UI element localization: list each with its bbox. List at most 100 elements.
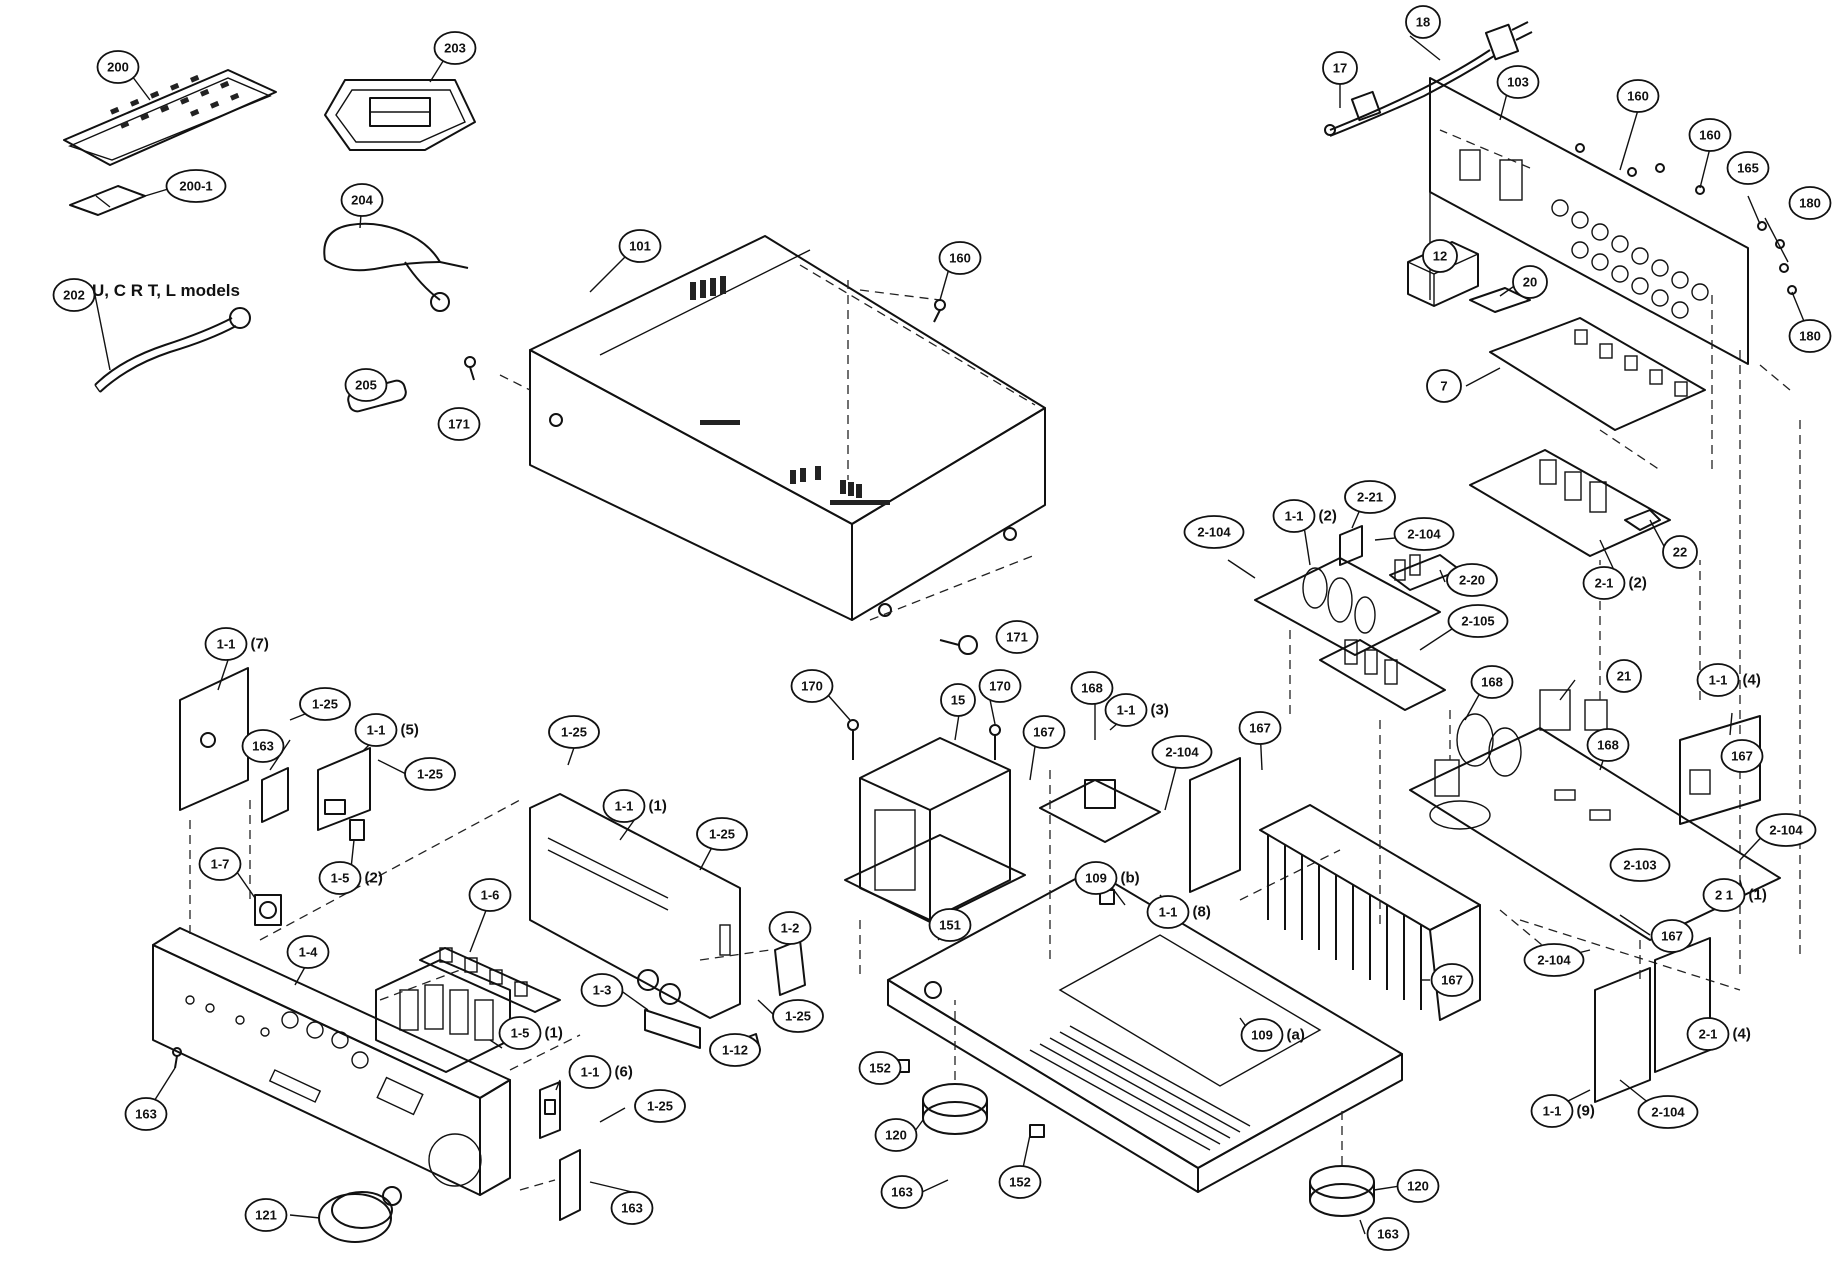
callout-1-12: 1-12 bbox=[709, 1033, 761, 1067]
callout-1-1-2: 1-1(2) bbox=[1272, 499, 1337, 533]
cord-bushing bbox=[1324, 90, 1382, 136]
rear-dash-lines bbox=[1439, 129, 1801, 991]
callout-number: 180 bbox=[1799, 196, 1821, 211]
callout-number: 1-25 bbox=[785, 1009, 811, 1024]
callout-ring bbox=[1788, 319, 1832, 353]
bracket-1-25-163 bbox=[559, 1149, 581, 1221]
callout-2-103: 2-103 bbox=[1609, 848, 1671, 882]
callout-ring bbox=[1720, 739, 1764, 773]
callout-ring bbox=[1240, 1018, 1284, 1052]
callout-ring bbox=[1393, 517, 1455, 551]
callout-ring bbox=[610, 1191, 654, 1225]
callout-suffix: (9) bbox=[1577, 1103, 1595, 1120]
volume-knob-121 bbox=[318, 1186, 402, 1243]
callout-number: 1-25 bbox=[647, 1099, 673, 1114]
callout-ring bbox=[1272, 499, 1316, 533]
callout-number: 2-21 bbox=[1357, 490, 1383, 505]
callout-ring bbox=[548, 715, 600, 749]
callout-ring bbox=[1430, 963, 1474, 997]
callout-152b: 152 bbox=[998, 1165, 1042, 1199]
callout-ring bbox=[1530, 1094, 1574, 1128]
callout-170a: 170 bbox=[790, 669, 834, 703]
callout-1-25b: 1-25 bbox=[404, 757, 456, 791]
callout-number: 160 bbox=[1627, 89, 1649, 104]
callout-1-25d: 1-25 bbox=[696, 817, 748, 851]
callout-number: 2-104 bbox=[1197, 525, 1231, 540]
callout-1-6: 1-6 bbox=[468, 878, 512, 912]
sub-transformer-pcb-1-1-3 bbox=[1039, 779, 1161, 843]
callout-suffix: (3) bbox=[1151, 702, 1169, 719]
callout-number: 1-25 bbox=[709, 827, 735, 842]
rear-screws bbox=[1575, 143, 1797, 295]
callout-number: 165 bbox=[1737, 161, 1759, 176]
pcb-lower-2-105 bbox=[1319, 639, 1446, 711]
callout-167d: 167 bbox=[1720, 739, 1764, 773]
callout-ring bbox=[1523, 943, 1585, 977]
video-cable bbox=[323, 222, 469, 312]
callout-180b: 180 bbox=[1788, 319, 1832, 353]
callout-200: 200 bbox=[96, 50, 140, 84]
callout-number: 167 bbox=[1661, 929, 1683, 944]
callout-1-25c: 1-25 bbox=[548, 715, 600, 749]
callout-number: 2-104 bbox=[1165, 745, 1199, 760]
callout-number: 1-5 bbox=[511, 1026, 530, 1041]
fm-antenna-wire bbox=[94, 307, 251, 393]
callout-number: 1-25 bbox=[561, 725, 587, 740]
callout-number: 120 bbox=[885, 1128, 907, 1143]
callout-number: 163 bbox=[252, 739, 274, 754]
callout-120a: 120 bbox=[874, 1118, 918, 1152]
callout-109a: 109(a) bbox=[1240, 1018, 1305, 1052]
chassis bbox=[887, 869, 1403, 1193]
callout-1-1-4: 1-1(4) bbox=[1696, 663, 1761, 697]
callout-2-1-2: 2-1(2) bbox=[1582, 566, 1647, 600]
callout-number: 109 bbox=[1251, 1028, 1273, 1043]
film-1-3 bbox=[644, 1009, 701, 1049]
callout-number: 2-103 bbox=[1623, 858, 1656, 873]
callout-ring bbox=[244, 1198, 288, 1232]
callout-163b: 163 bbox=[124, 1097, 168, 1131]
callout-ring bbox=[1366, 1217, 1410, 1251]
callout-1-25f: 1-25 bbox=[634, 1089, 686, 1123]
callout-1-1-5: 1-1(5) bbox=[354, 713, 419, 747]
callout-number: 170 bbox=[989, 679, 1011, 694]
callout-2-1-1: 2 1(1) bbox=[1702, 878, 1767, 912]
callout-1-1-6: 1-1(6) bbox=[568, 1055, 633, 1089]
callout-number: 2-20 bbox=[1459, 573, 1485, 588]
callout-ring bbox=[1512, 265, 1548, 299]
callout-12: 12 bbox=[1422, 239, 1458, 273]
callout-ring bbox=[318, 861, 362, 895]
callout-suffix: (7) bbox=[251, 636, 269, 653]
callout-suffix: (b) bbox=[1121, 870, 1140, 887]
callout-ring bbox=[940, 683, 976, 717]
pcb-1-1-6 bbox=[539, 1081, 561, 1139]
callout-1-1-3: 1-1(3) bbox=[1104, 693, 1169, 727]
callout-number: 1-1 bbox=[367, 723, 386, 738]
callout-number: 2-104 bbox=[1769, 823, 1803, 838]
callout-ring bbox=[1396, 1169, 1440, 1203]
callout-21: 21 bbox=[1606, 659, 1642, 693]
callout-ring bbox=[696, 817, 748, 851]
screw-171-side bbox=[939, 635, 978, 655]
callout-number: 152 bbox=[869, 1061, 891, 1076]
callout-ring bbox=[1238, 711, 1282, 745]
chassis-dash-lines bbox=[859, 770, 1343, 1165]
callout-number: 163 bbox=[135, 1107, 157, 1122]
callout-number: 1-25 bbox=[312, 697, 338, 712]
callout-168c: 168 bbox=[1586, 728, 1630, 762]
callout-ring bbox=[1586, 728, 1630, 762]
callout-number: 163 bbox=[621, 1201, 643, 1216]
callout-number: 167 bbox=[1249, 721, 1271, 736]
callout-2-104b: 2-104 bbox=[1393, 517, 1455, 551]
callout-ring bbox=[978, 669, 1022, 703]
callout-1-2: 1-2 bbox=[768, 911, 812, 945]
callout-167a: 167 bbox=[1022, 715, 1066, 749]
callout-ring bbox=[1726, 151, 1770, 185]
callout-number: 18 bbox=[1416, 15, 1430, 30]
pcb-1-1-4 bbox=[1679, 715, 1761, 825]
rear-panel-jacks bbox=[1459, 149, 1709, 319]
callout-163c: 163 bbox=[610, 1191, 654, 1225]
bracket-163 bbox=[261, 767, 289, 823]
callout-ring bbox=[928, 908, 972, 942]
callout-ring bbox=[858, 1051, 902, 1085]
